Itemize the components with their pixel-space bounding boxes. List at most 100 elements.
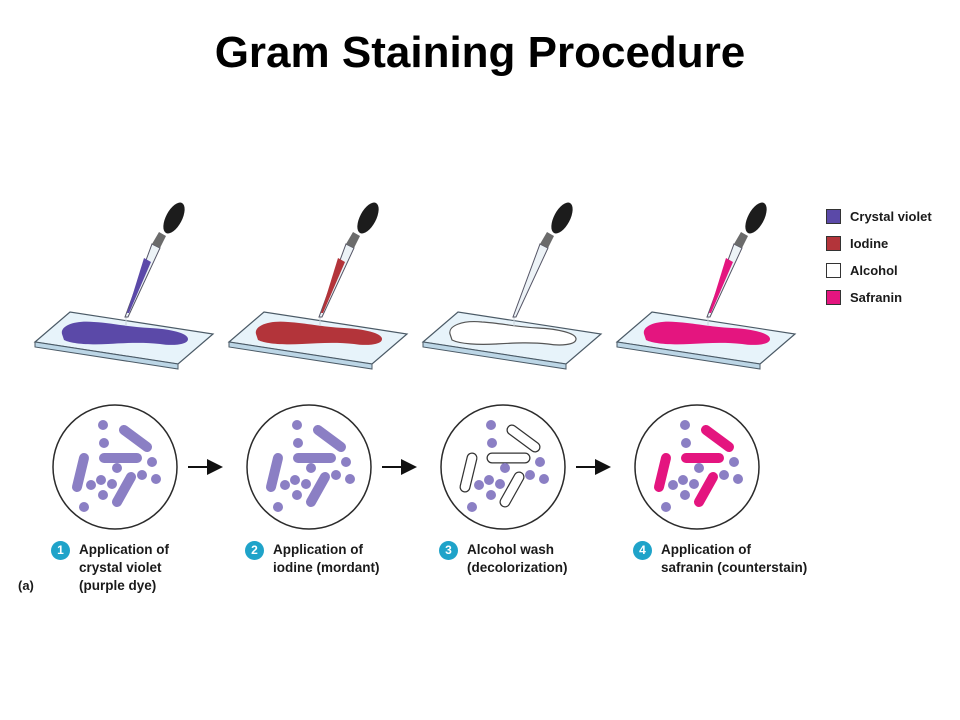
coccus-cell — [694, 463, 704, 473]
slide-edge — [616, 341, 761, 370]
coccus-cell — [99, 438, 109, 448]
step-caption: Alcohol wash (decolorization) — [467, 542, 568, 575]
legend-item-iodine: Iodine — [826, 230, 932, 257]
coccus-cell — [486, 420, 496, 430]
coccus-cell — [290, 475, 300, 485]
stage-3 — [421, 202, 603, 530]
dropper-tube — [512, 243, 549, 318]
legend-swatch — [826, 290, 841, 305]
stain-puddle — [61, 321, 188, 345]
legend: Crystal violet Iodine Alcohol Safranin — [826, 203, 932, 311]
stage-4 — [615, 202, 797, 530]
dropper-icon — [512, 202, 573, 326]
dropper-liquid — [321, 258, 345, 313]
slide-edge — [228, 341, 373, 370]
coccus-cell — [719, 470, 729, 480]
bacillus-cell — [306, 472, 330, 507]
bacillus-cell — [72, 453, 89, 492]
coccus-cell — [96, 475, 106, 485]
dropper-collar — [152, 232, 166, 248]
dropper-liquid — [709, 258, 733, 313]
dropper-bulb — [745, 202, 767, 234]
coccus-cell — [680, 490, 690, 500]
dropper-bulb — [551, 202, 573, 234]
page-title: Gram Staining Procedure — [214, 28, 746, 77]
coccus-cell — [107, 479, 117, 489]
stage-2 — [227, 202, 409, 530]
coccus-cell — [273, 502, 283, 512]
coccus-cell — [306, 463, 316, 473]
coccus-cell — [668, 480, 678, 490]
step-3: 3 Alcohol wash (decolorization) — [439, 541, 568, 577]
legend-swatch — [826, 209, 841, 224]
stage-1 — [33, 202, 215, 530]
step-number-badge: 3 — [439, 541, 458, 560]
coccus-cell — [345, 474, 355, 484]
coccus-cell — [539, 474, 549, 484]
dropper-icon — [706, 202, 767, 326]
dropper-collar — [734, 232, 748, 248]
coccus-cell — [331, 470, 341, 480]
coccus-cell — [301, 479, 311, 489]
bacillus-cell — [119, 425, 152, 452]
legend-label: Crystal violet — [850, 209, 932, 224]
coccus-cell — [467, 502, 477, 512]
coccus-cell — [280, 480, 290, 490]
slide-edge — [422, 341, 567, 370]
bacillus-cell — [654, 453, 671, 492]
step-4: 4 Application of safranin (counterstain) — [633, 541, 807, 577]
coccus-cell — [525, 470, 535, 480]
step-caption: Application of safranin (counterstain) — [661, 542, 808, 575]
coccus-cell — [86, 480, 96, 490]
bacillus-cell — [500, 472, 524, 507]
coccus-cell — [151, 474, 161, 484]
bacillus-cell — [507, 425, 540, 452]
legend-item-alcohol: Alcohol — [826, 257, 932, 284]
coccus-cell — [484, 475, 494, 485]
coccus-cell — [486, 490, 496, 500]
coccus-cell — [661, 502, 671, 512]
coccus-cell — [292, 490, 302, 500]
dropper-icon — [124, 202, 185, 326]
bacillus-cell — [694, 472, 718, 507]
legend-item-crystal-violet: Crystal violet — [826, 203, 932, 230]
slide-edge — [34, 341, 179, 370]
step-number-badge: 4 — [633, 541, 652, 560]
coccus-cell — [681, 438, 691, 448]
bacillus-cell — [112, 472, 136, 507]
bacillus-cell — [701, 425, 734, 452]
step-caption: Application of iodine (mordant) — [273, 542, 380, 575]
step-1: 1 Application of crystal violet (purple … — [51, 541, 169, 595]
bacillus-cell — [266, 453, 283, 492]
stain-puddle — [643, 321, 770, 345]
panel-label: (a) — [18, 578, 34, 593]
coccus-cell — [147, 457, 157, 467]
coccus-cell — [495, 479, 505, 489]
coccus-cell — [500, 463, 510, 473]
coccus-cell — [79, 502, 89, 512]
legend-swatch — [826, 236, 841, 251]
coccus-cell — [689, 479, 699, 489]
coccus-cell — [293, 438, 303, 448]
bacillus-cell — [313, 425, 346, 452]
step-number-badge: 2 — [245, 541, 264, 560]
coccus-cell — [98, 490, 108, 500]
stain-puddle — [255, 321, 382, 345]
bacillus-cell — [460, 453, 477, 492]
coccus-cell — [137, 470, 147, 480]
coccus-cell — [678, 475, 688, 485]
coccus-cell — [341, 457, 351, 467]
legend-item-safranin: Safranin — [826, 284, 932, 311]
coccus-cell — [729, 457, 739, 467]
legend-swatch — [826, 263, 841, 278]
dropper-collar — [540, 232, 554, 248]
legend-label: Safranin — [850, 290, 903, 305]
coccus-cell — [112, 463, 122, 473]
dropper-liquid — [127, 258, 151, 313]
step-2: 2 Application of iodine (mordant) — [245, 541, 380, 577]
coccus-cell — [680, 420, 690, 430]
coccus-cell — [487, 438, 497, 448]
dropper-bulb — [357, 202, 379, 234]
coccus-cell — [535, 457, 545, 467]
